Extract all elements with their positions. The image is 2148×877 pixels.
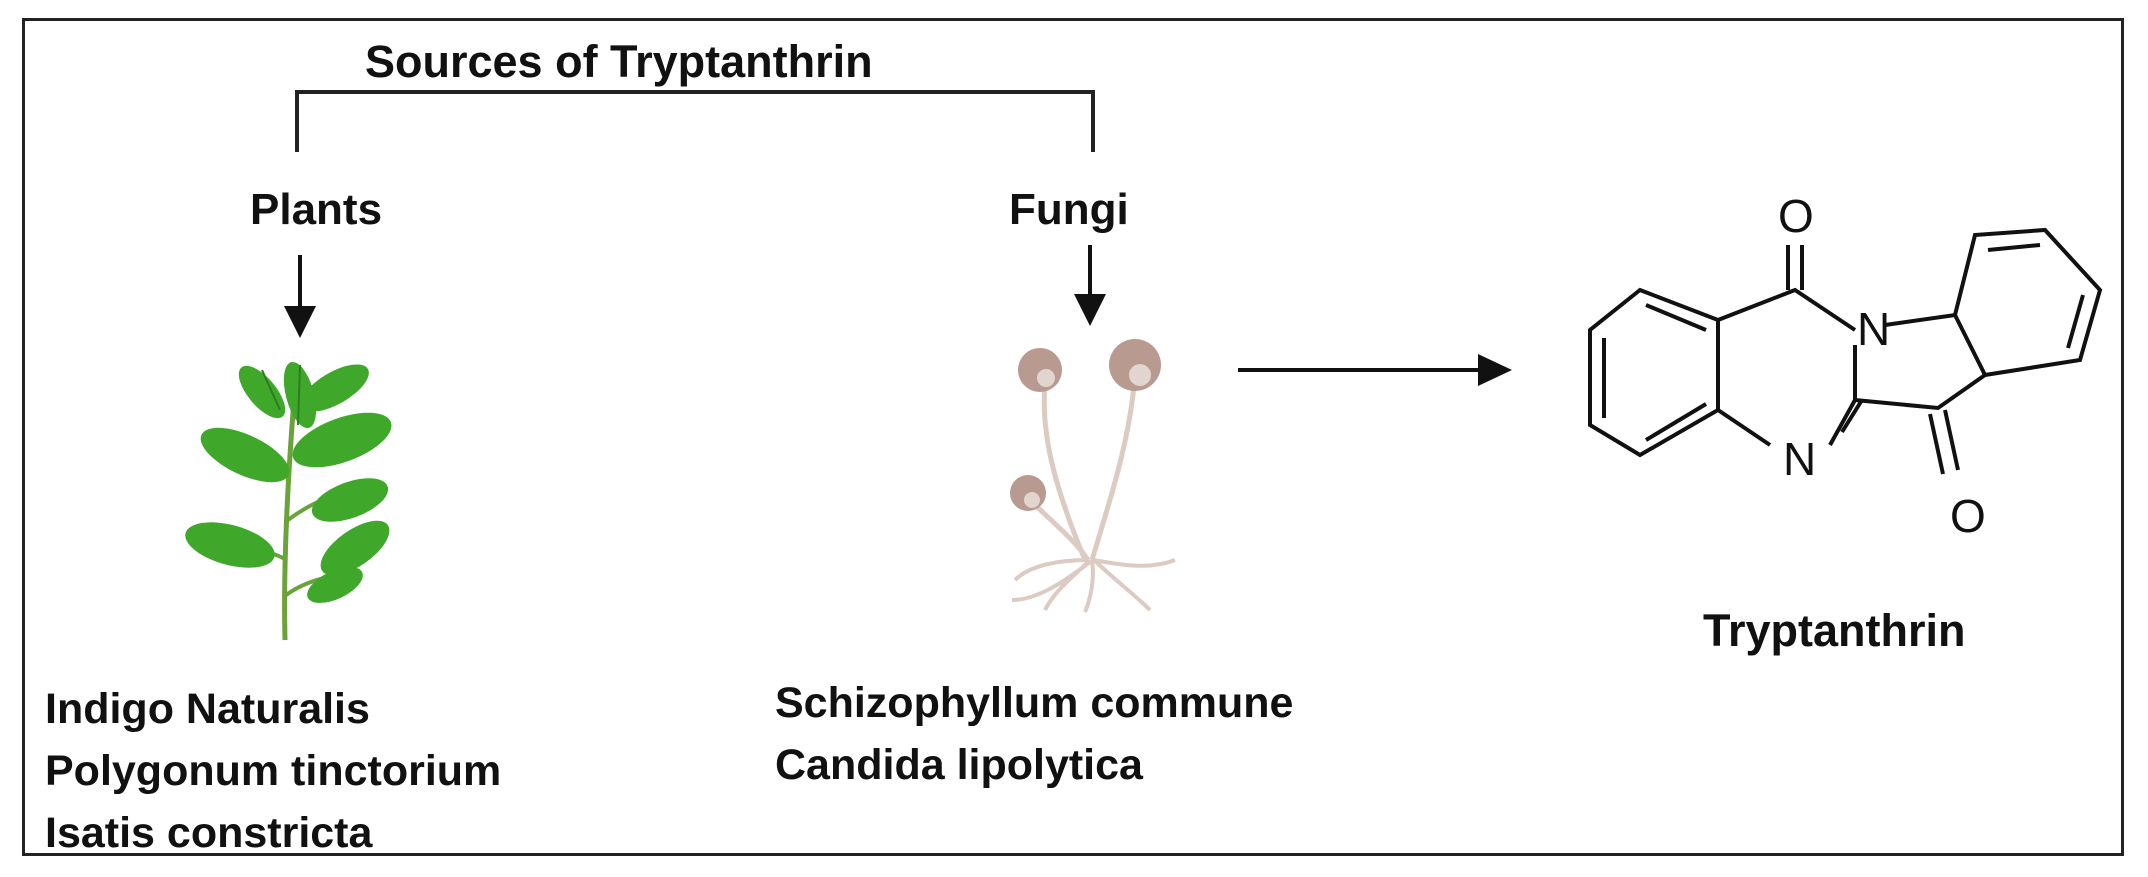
plant-species-item: Polygonum tinctorium	[45, 747, 502, 795]
fungus-icon	[1010, 339, 1176, 613]
atom-o-top: O	[1778, 190, 1814, 242]
atom-n-bottom: N	[1783, 433, 1816, 485]
fungi-species-item: Schizophyllum commune	[775, 679, 1294, 727]
fungi-species-list: Schizophyllum commune Candida lipolytica	[775, 672, 1293, 796]
plant-species-item: Isatis constricta	[45, 809, 373, 857]
plant-species-item: Indigo Naturalis	[45, 685, 370, 733]
figure-frame	[22, 18, 2124, 856]
to-product-arrow	[1238, 354, 1512, 386]
atom-o-bottom: O	[1950, 490, 1986, 542]
fungi-label: Fungi	[1009, 185, 1129, 234]
plants-label: Plants	[250, 185, 383, 234]
diagram-title: Sources of Tryptanthrin	[365, 36, 873, 87]
plants-down-arrow	[284, 255, 316, 338]
plant-species-list: Indigo Naturalis Polygonum tinctorium Is…	[45, 678, 501, 864]
product-name: Tryptanthrin	[1703, 605, 1966, 656]
tryptanthrin-structure	[1588, 227, 2103, 475]
plant-icon	[185, 361, 392, 641]
source-bracket	[295, 90, 1095, 152]
atom-n-ring: N	[1857, 303, 1890, 355]
fungi-down-arrow	[1074, 245, 1106, 326]
fungi-species-item: Candida lipolytica	[775, 741, 1143, 789]
